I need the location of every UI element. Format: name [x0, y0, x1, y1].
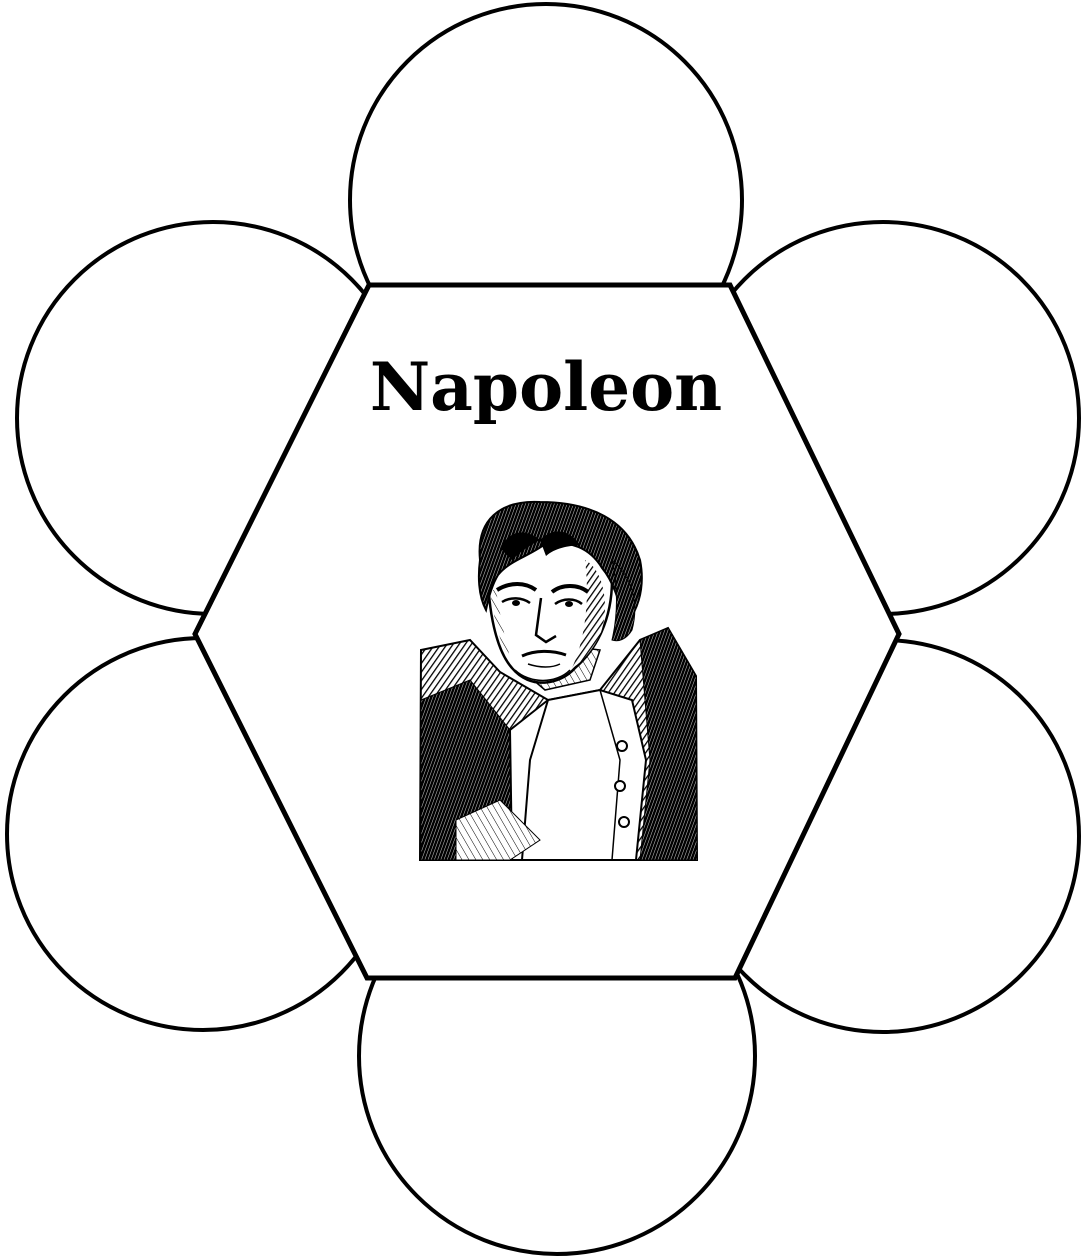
- page-title: Napoleon: [370, 348, 722, 426]
